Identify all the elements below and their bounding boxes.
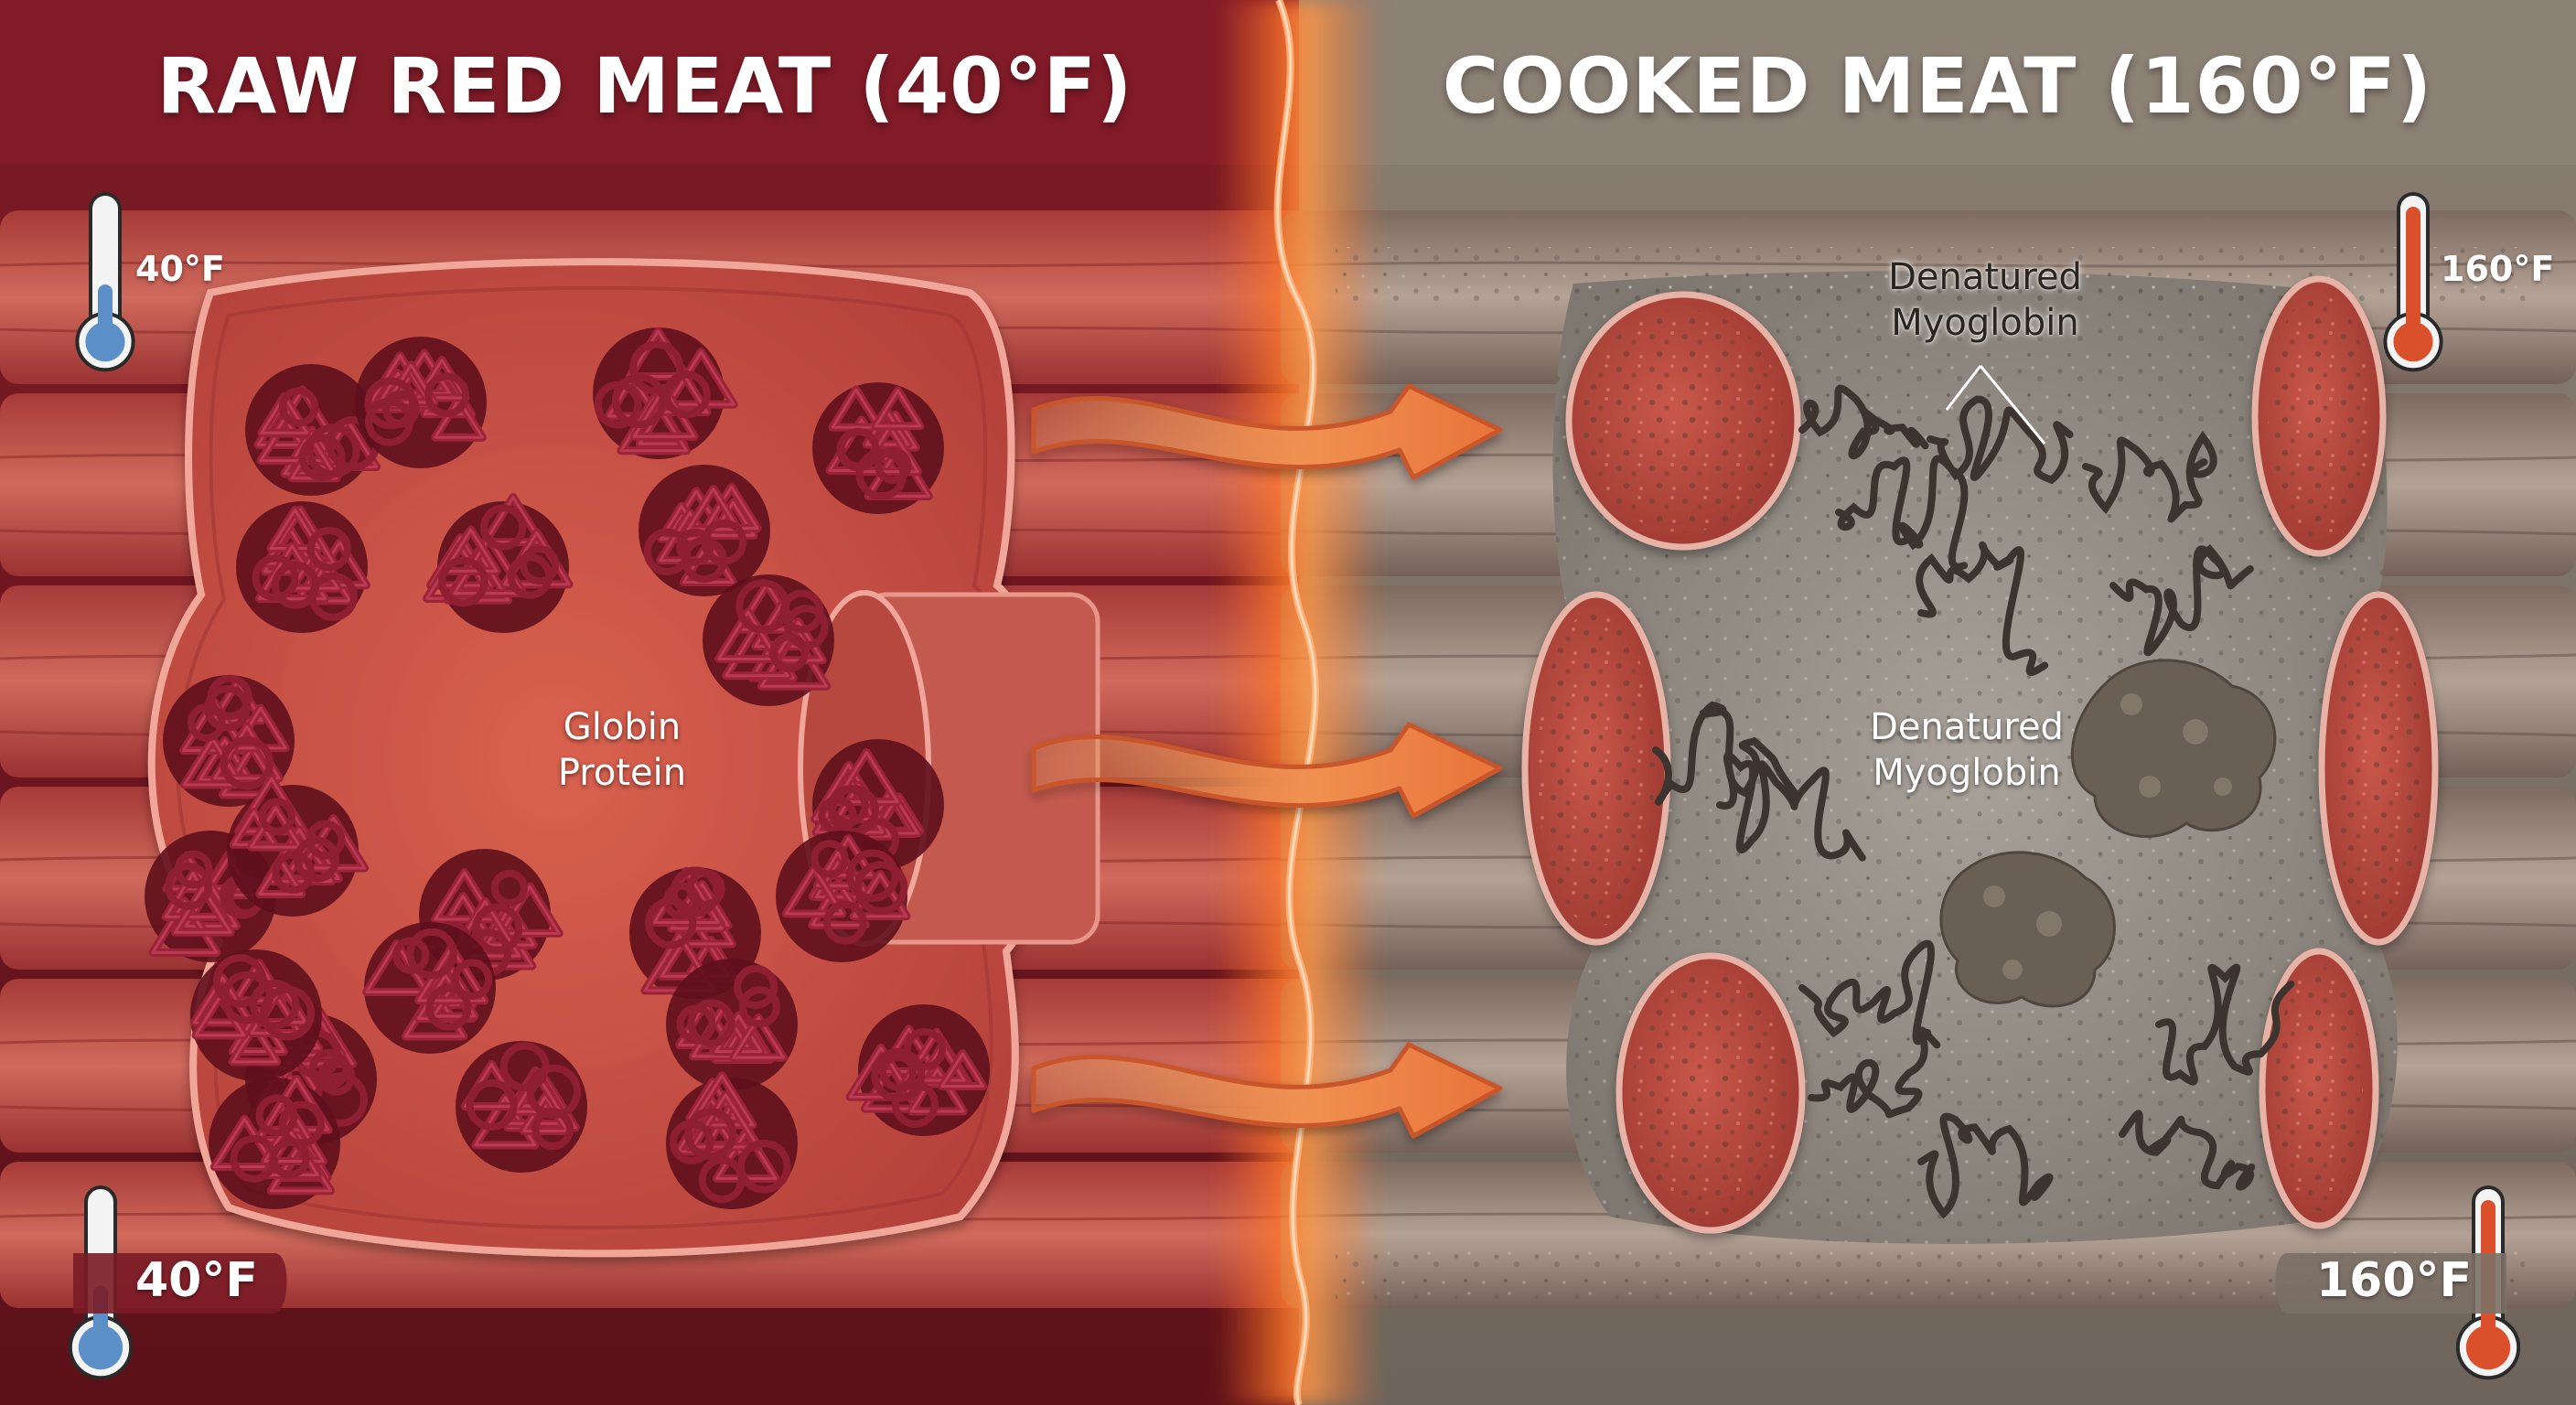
globin-protein-cluster xyxy=(845,1004,990,1136)
globin-protein-label-line-1: Globin xyxy=(563,706,682,748)
cooked-temp-top-label: 160°F xyxy=(2441,249,2555,289)
globin-protein-label-line-2: Protein xyxy=(557,752,687,794)
denatured-myoglobin-strands xyxy=(1652,384,2295,1219)
globin-protein-cluster xyxy=(209,1075,340,1209)
denatured-strand xyxy=(1917,1112,2054,1219)
globin-protein-cluster xyxy=(236,501,370,633)
transition-arrows xyxy=(1031,383,1503,1139)
transition-arrow-icon xyxy=(1031,383,1503,480)
raw-temp-top-label: 40°F xyxy=(135,249,225,289)
thermometer-cold-icon xyxy=(75,192,135,372)
globin-protein-clusters xyxy=(145,327,990,1209)
globin-protein-cluster xyxy=(812,382,944,514)
raw-temp-bottom-label: 40°F xyxy=(135,1253,258,1308)
denatured-myoglobin-top-label-line-2: Myoglobin xyxy=(1891,302,2079,344)
globin-protein-cluster xyxy=(666,959,798,1090)
globin-protein-cluster xyxy=(227,774,370,917)
globin-protein-cluster xyxy=(189,949,322,1081)
globin-protein-cluster xyxy=(703,574,834,706)
denatured-strand xyxy=(1652,701,1800,806)
denatured-strand xyxy=(1716,751,1866,862)
raw-panel-title: RAW RED MEAT (40°F) xyxy=(156,41,1133,131)
denatured-strand xyxy=(1808,1026,1941,1119)
globin-protein-cluster xyxy=(776,831,911,962)
globin-protein-cluster xyxy=(666,1071,798,1209)
cooked-fiber-ends xyxy=(1521,275,2439,1234)
denatured-myoglobin-center-label: Denatured Myoglobin xyxy=(1820,704,2113,796)
globin-protein-label: Globin Protein xyxy=(494,704,750,796)
globin-protein-cluster xyxy=(245,364,381,496)
heat-glow-divider xyxy=(1217,0,1381,1405)
denatured-myoglobin-top-label: Denatured Myoglobin xyxy=(1839,254,2131,346)
denatured-strand xyxy=(1798,384,1929,460)
cooked-temp-bottom-label: 160°F xyxy=(2316,1253,2473,1308)
denatured-strand xyxy=(2109,544,2254,657)
globin-protein-cluster xyxy=(639,465,770,596)
transition-arrow-icon xyxy=(1031,722,1503,819)
denatured-myoglobin-center-label-line-2: Myoglobin xyxy=(1873,752,2061,794)
denatured-strand xyxy=(2155,963,2295,1086)
cooked-title-band xyxy=(1299,0,2576,165)
denatured-myoglobin-top-label-line-1: Denatured xyxy=(1888,256,2082,298)
denatured-strand xyxy=(1916,541,2049,676)
raw-title-band xyxy=(0,0,1299,165)
globin-protein-cluster xyxy=(355,337,487,468)
denatured-strand xyxy=(2119,1110,2256,1191)
globin-protein-cluster xyxy=(456,1041,587,1173)
denatured-myoglobin-center-label-line-1: Denatured xyxy=(1870,706,2064,748)
cooked-panel-title: COOKED MEAT (160°F) xyxy=(1442,41,2433,131)
denatured-strand xyxy=(1835,455,1969,571)
globin-protein-cluster xyxy=(593,327,738,459)
transition-arrow-icon xyxy=(1031,1042,1503,1139)
globin-protein-cluster xyxy=(163,674,295,807)
label-pointer-lines xyxy=(1945,365,2046,445)
globin-protein-cluster xyxy=(423,493,574,633)
denatured-strand xyxy=(2082,430,2217,523)
globin-protein-cluster xyxy=(362,922,496,1054)
denatured-strand xyxy=(1798,939,1935,1046)
thermometer-hot-icon xyxy=(2383,192,2443,372)
bottom-left-temp-tab xyxy=(73,1253,287,1314)
bottom-right-temp-tab xyxy=(2275,1253,2506,1314)
